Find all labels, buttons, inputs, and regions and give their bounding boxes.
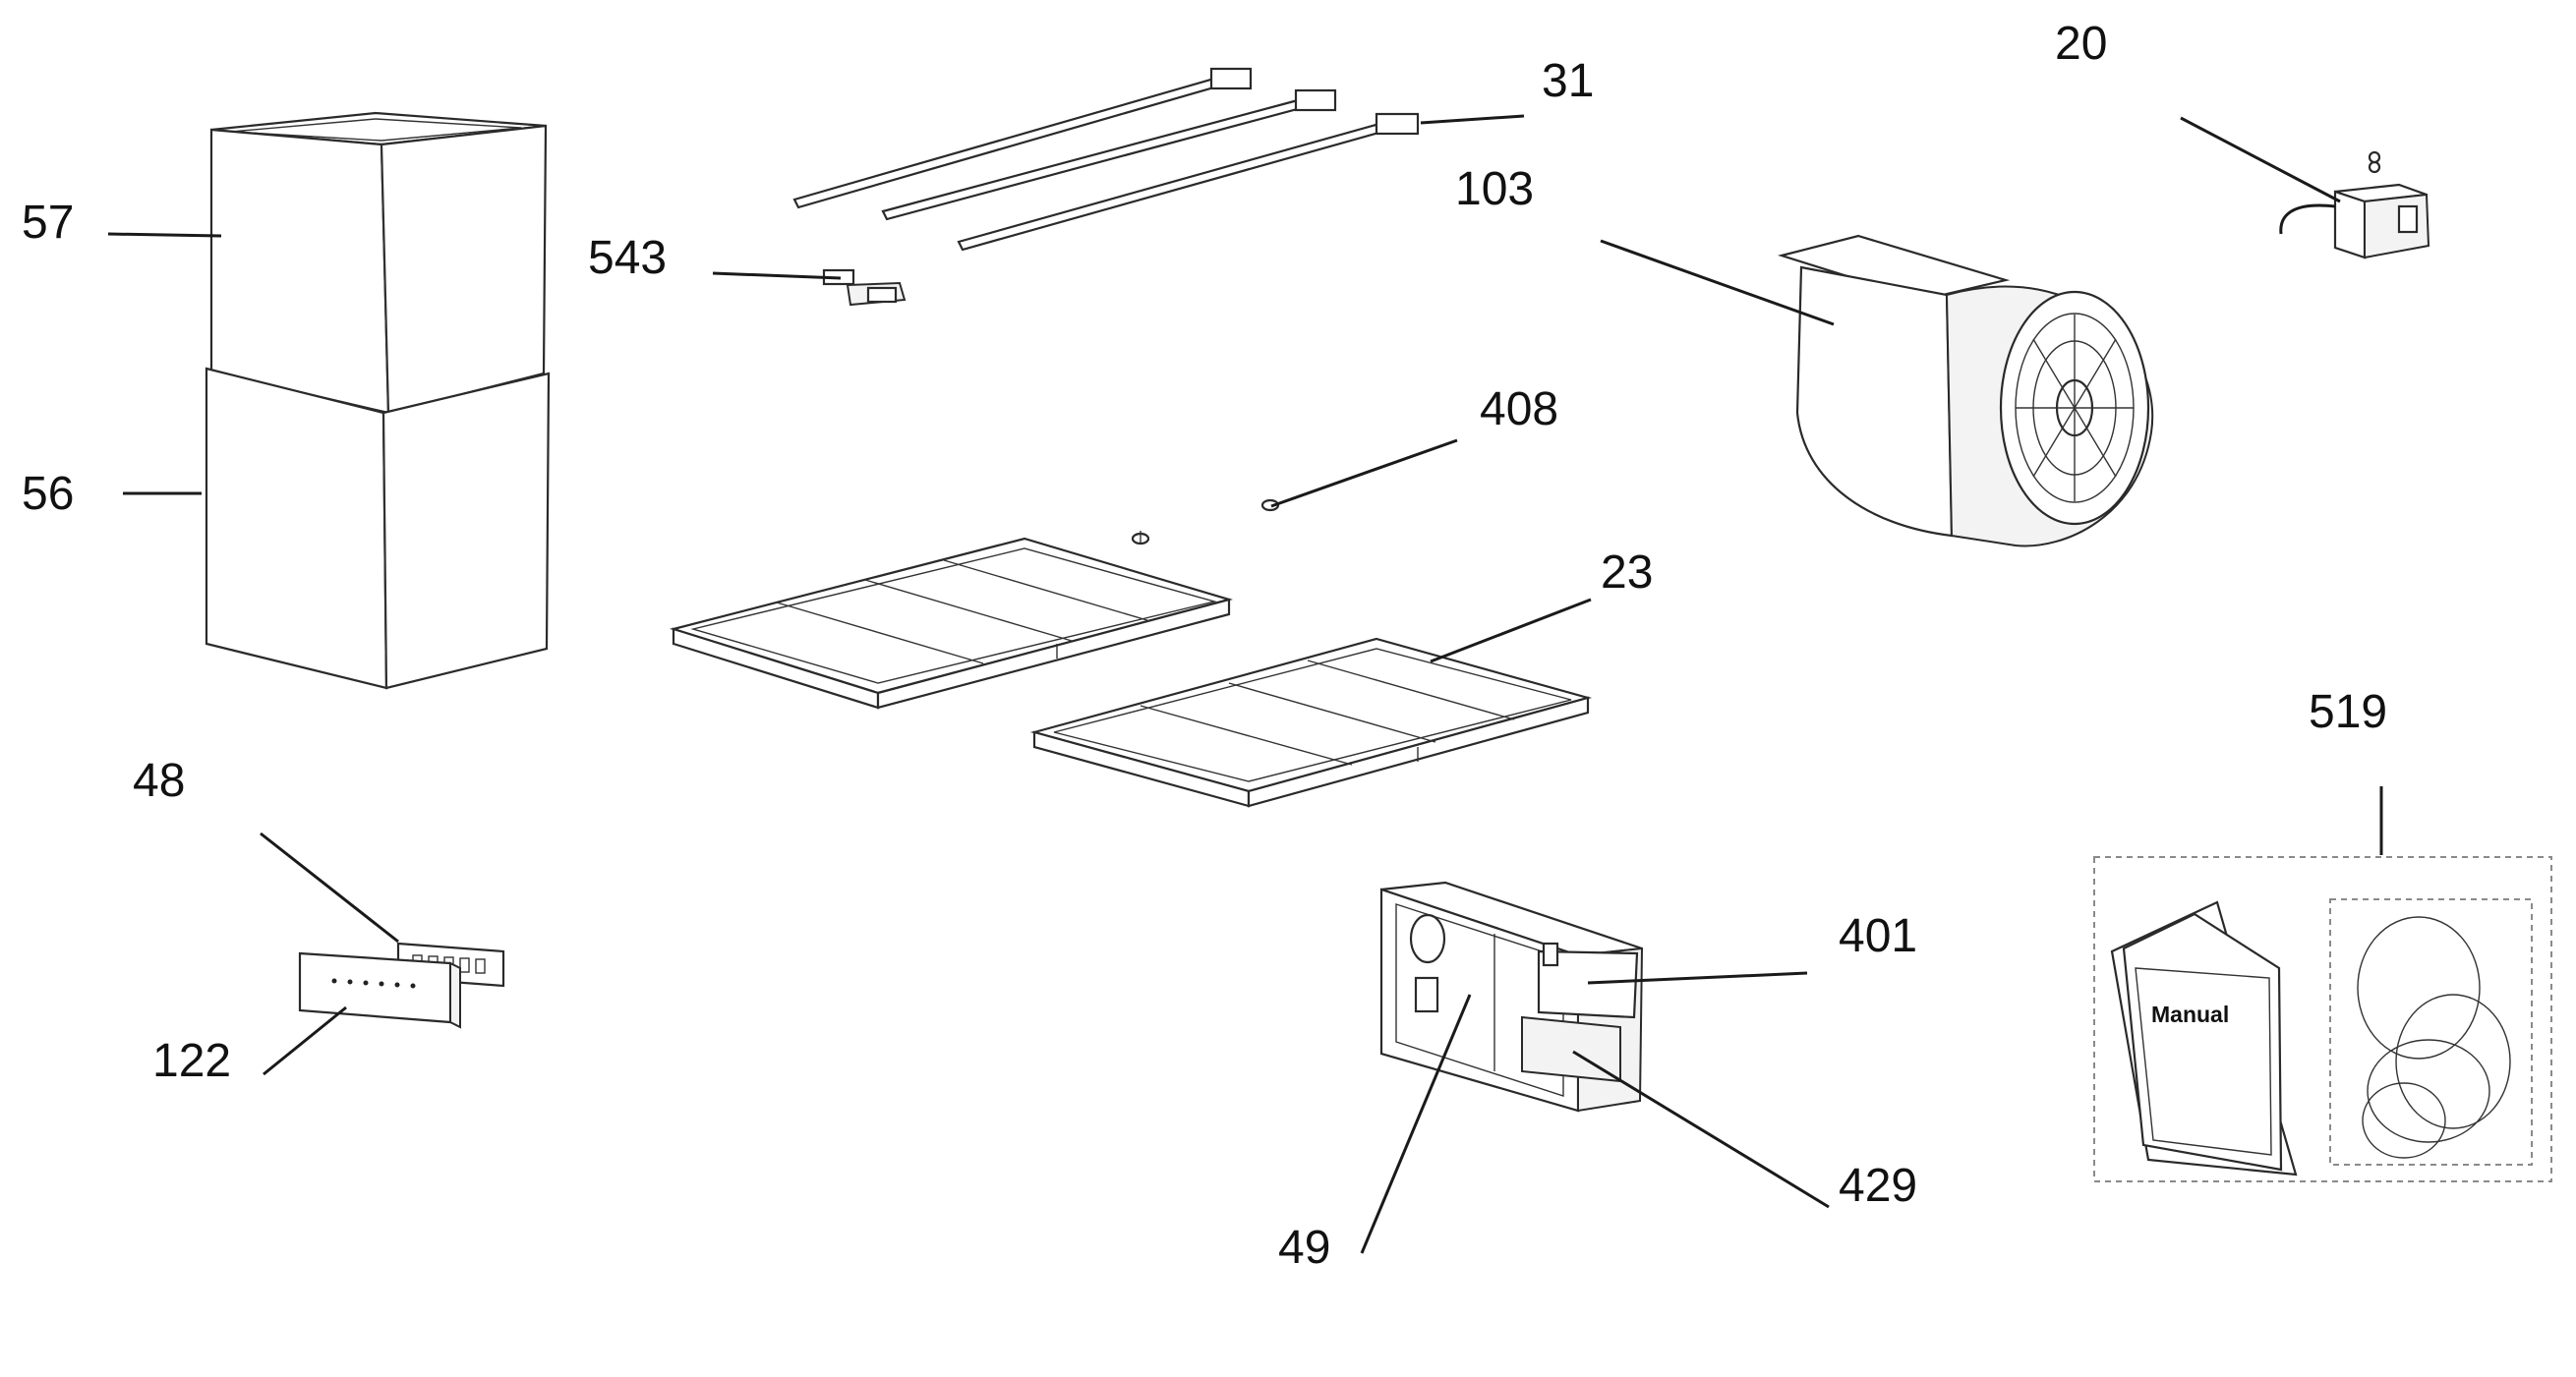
callout-49: 49 <box>1278 1222 1330 1274</box>
control-panel-part-122 <box>298 951 461 1029</box>
leader-401 <box>1587 971 1808 985</box>
callout-56: 56 <box>22 468 74 520</box>
callout-122: 122 <box>152 1035 231 1087</box>
callout-20: 20 <box>2055 18 2107 70</box>
callout-31: 31 <box>1542 55 1594 107</box>
grease-filter-part-23 <box>1029 637 1593 808</box>
terminal-box-part-20 <box>2279 150 2430 259</box>
manual-cover-label: Manual <box>2151 1002 2229 1027</box>
callout-48: 48 <box>133 755 185 807</box>
callout-543: 543 <box>588 232 667 284</box>
callout-57: 57 <box>22 197 74 249</box>
blower-motor-part-103 <box>1777 234 2154 547</box>
leader-lines <box>107 114 2383 1254</box>
leader-57 <box>107 232 222 238</box>
leader-408 <box>1270 438 1458 508</box>
leader-49 <box>1360 994 1472 1254</box>
leader-48 <box>260 832 399 944</box>
leader-122 <box>263 1005 347 1076</box>
accessory-bag-part-519 <box>2093 856 2552 1182</box>
leader-103 <box>1600 239 1835 326</box>
callout-429: 429 <box>1839 1160 1917 1212</box>
callout-408: 408 <box>1480 383 1558 435</box>
cable-pack-icon <box>2329 898 2533 1166</box>
lower-chimney-part-56 <box>205 367 551 690</box>
leader-429 <box>1572 1050 1830 1209</box>
callout-103: 103 <box>1455 163 1534 215</box>
callout-23: 23 <box>1601 546 1653 599</box>
leader-543 <box>712 271 842 280</box>
leader-23 <box>1430 598 1592 663</box>
callout-519: 519 <box>2309 686 2387 738</box>
callout-401: 401 <box>1839 910 1917 962</box>
mounting-rails-part-31 <box>792 67 1420 252</box>
electrical-cover-part-401 <box>1537 942 1639 1019</box>
connector-part-543 <box>822 268 907 307</box>
upper-chimney-part-57 <box>209 111 548 415</box>
grease-filter-left <box>669 537 1234 710</box>
leader-31 <box>1420 114 1525 125</box>
leader-20 <box>2180 116 2341 203</box>
screw-part-408 <box>1131 498 1280 545</box>
callout-labels: 57 56 543 31 103 20 408 23 48 122 519 40… <box>22 18 2387 1274</box>
manual-booklet <box>2110 900 2298 1176</box>
